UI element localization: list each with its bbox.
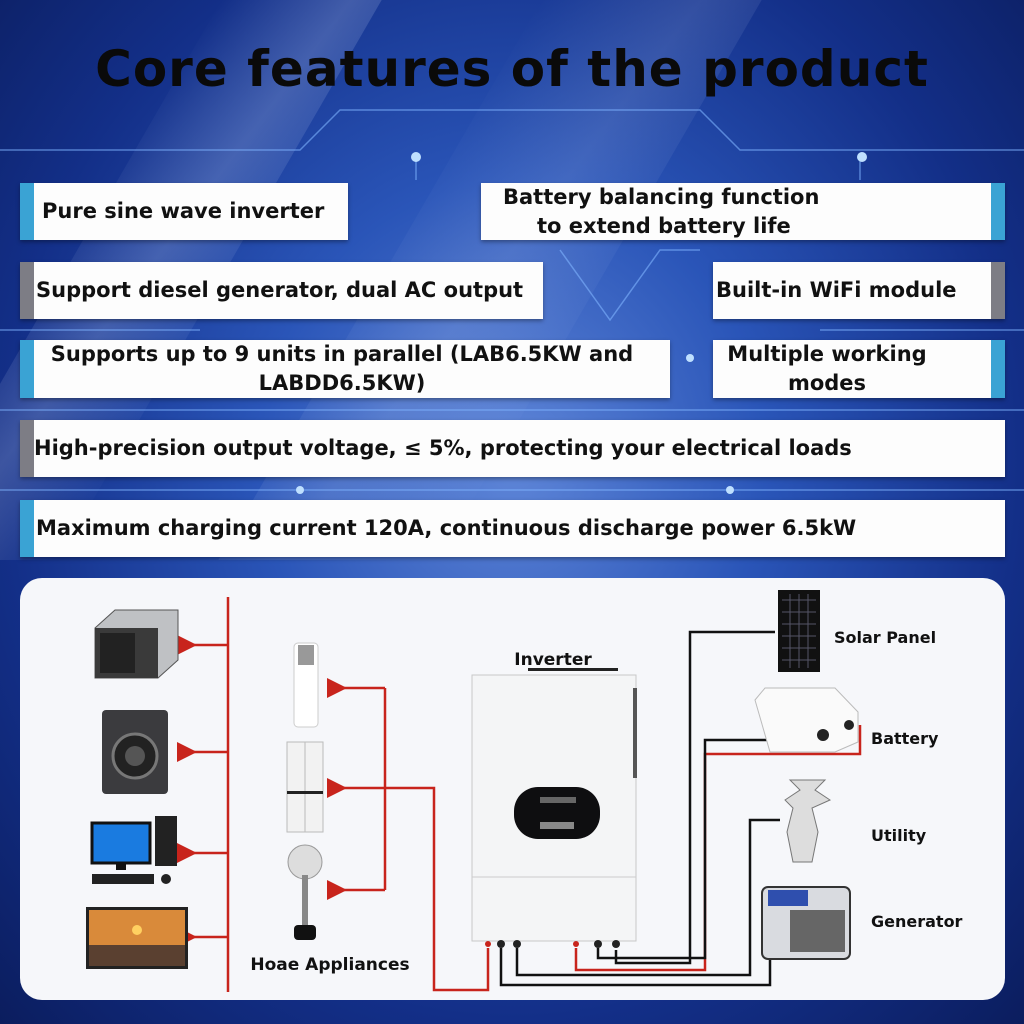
- microwave-icon: [94, 609, 179, 679]
- inverter-unit: [471, 674, 637, 948]
- hair-dryer-icon: [293, 642, 319, 728]
- television-icon: [86, 907, 188, 969]
- feature-text: to extend battery life: [537, 213, 791, 238]
- battery-label: Battery: [871, 729, 939, 748]
- circuit-background: [0, 109, 1024, 494]
- home-appliances-label: Hoae Appliances: [250, 955, 409, 975]
- inverter-label: Inverter: [514, 650, 592, 670]
- feature-text: Pure sine wave inverter: [42, 199, 325, 223]
- washing-machine-icon: [102, 710, 168, 794]
- feature-working-modes: Multiple working modes: [713, 340, 1005, 398]
- refrigerator-icon: [286, 741, 324, 833]
- generator-icon: [761, 886, 851, 960]
- solar-panel-label: Solar Panel: [834, 628, 936, 647]
- inverter-display-icon: [514, 787, 600, 839]
- fan-icon: [287, 844, 323, 940]
- feature-charging-current: Maximum charging current 120A, continuou…: [20, 500, 1005, 557]
- generator-label: Generator: [871, 912, 963, 931]
- page-title: Core features of the product: [95, 40, 929, 98]
- battery-icon: [754, 687, 859, 753]
- feature-pure-sine-wave: Pure sine wave inverter: [20, 183, 348, 240]
- feature-output-voltage: High-precision output voltage, ≤ 5%, pro…: [20, 420, 1005, 477]
- feature-text: High-precision output voltage, ≤ 5%, pro…: [34, 436, 852, 460]
- feature-text: Multiple working: [727, 342, 927, 366]
- feature-text: Built-in WiFi module: [716, 278, 957, 302]
- feature-text: modes: [787, 371, 867, 395]
- solar-panel-icon: [778, 590, 820, 672]
- computer-icon: [90, 816, 177, 884]
- inverter-label-underline: [528, 668, 618, 671]
- feature-parallel: Supports up to 9 units in parallel (LAB6…: [20, 340, 670, 398]
- utility-tower-icon: [784, 779, 832, 863]
- feature-text: LABDD6.5KW): [258, 371, 426, 395]
- feature-wifi: Built-in WiFi module: [713, 262, 1005, 319]
- utility-label: Utility: [871, 826, 927, 845]
- feature-text: Supports up to 9 units in parallel (LAB6…: [50, 342, 634, 366]
- feature-text: Maximum charging current 120A, continuou…: [36, 516, 857, 540]
- feature-battery-balancing: Battery balancing function to extend bat…: [481, 183, 1005, 240]
- feature-diesel-generator: Support diesel generator, dual AC output: [20, 262, 543, 319]
- feature-text: Battery balancing function: [503, 184, 820, 209]
- feature-text: Support diesel generator, dual AC output: [36, 278, 524, 302]
